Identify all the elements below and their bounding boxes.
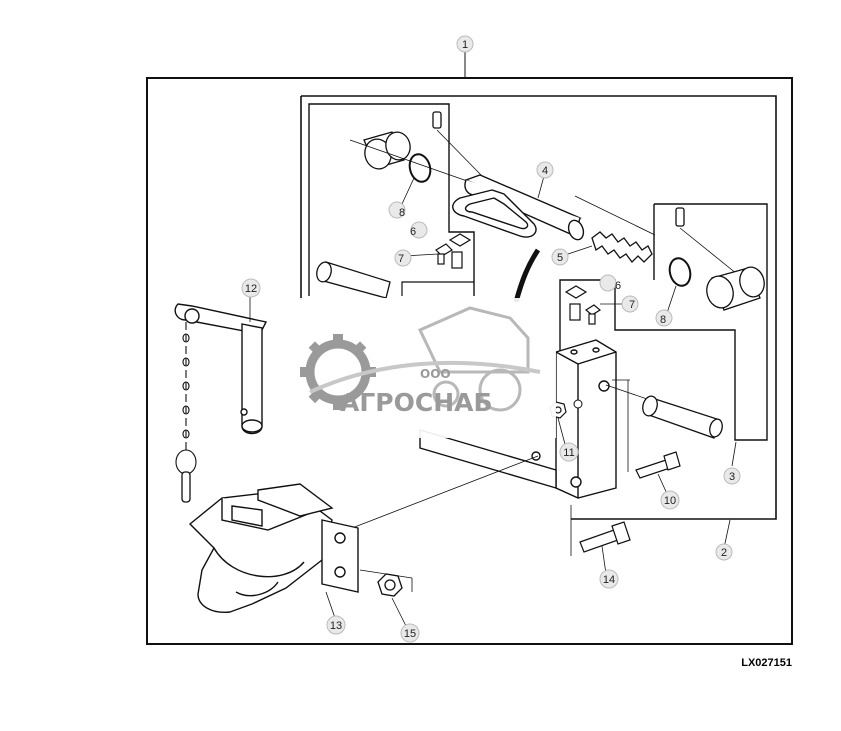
- callout-7-left: 7: [394, 249, 412, 267]
- pin-right-lower: [642, 395, 723, 439]
- hitch-jaw: [188, 483, 359, 613]
- callout-8-right: 8: [655, 309, 673, 327]
- hole-11: [573, 399, 583, 409]
- svg-text:АГРОСНАБ: АГРОСНАБ: [340, 388, 493, 417]
- svg-text:4: 4: [542, 165, 548, 177]
- frame-outer: [146, 77, 793, 645]
- svg-text:10: 10: [664, 495, 676, 507]
- callout-13: 13: [326, 615, 346, 635]
- callout-8-left: 8: [388, 201, 406, 219]
- svg-text:1: 1: [462, 39, 468, 51]
- svg-text:8: 8: [660, 314, 666, 326]
- bushing-top-left: [363, 131, 411, 170]
- callout-12: 12: [241, 278, 261, 298]
- figure-code: LX027151: [741, 657, 792, 669]
- svg-text:8: 8: [399, 207, 405, 219]
- callout-1: 1: [456, 35, 474, 53]
- svg-text:6: 6: [615, 280, 621, 292]
- handle-pin: [452, 174, 585, 241]
- callout-11: 11: [559, 442, 579, 462]
- callout-5: 5: [551, 248, 569, 266]
- snap-ring-right: [668, 257, 692, 287]
- chain-clip: [181, 471, 191, 503]
- spring-pin-right: [675, 207, 685, 227]
- svg-text:13: 13: [330, 620, 342, 632]
- frame-subassembly-3: [559, 203, 768, 441]
- watermark-gear-teeth: [300, 334, 376, 410]
- svg-text:12: 12: [245, 283, 257, 295]
- spring-pin-top: [432, 111, 442, 129]
- svg-text:7: 7: [398, 253, 404, 265]
- callout-10: 10: [660, 490, 680, 510]
- svg-text:ООО: ООО: [420, 367, 451, 381]
- frame-assembly-2: [300, 95, 777, 520]
- frame-subassembly-left: [308, 103, 475, 296]
- chain: [175, 322, 197, 475]
- callout-7-right: 7: [621, 295, 639, 313]
- svg-text:2: 2: [721, 547, 727, 559]
- watermark: ООО АГРОСНАБ: [296, 298, 556, 438]
- pin-with-chain: [174, 303, 268, 435]
- spring: [591, 231, 653, 263]
- svg-text:6: 6: [410, 226, 416, 238]
- callout-3: 3: [723, 467, 741, 485]
- svg-text:7: 7: [629, 299, 635, 311]
- bolt-14: [579, 521, 631, 553]
- callout-15: 15: [400, 623, 420, 643]
- callout-2: 2: [715, 543, 733, 561]
- pin-left-lower: [316, 261, 391, 299]
- nut-15: [377, 573, 403, 597]
- lock-rod: [513, 248, 541, 303]
- watermark-tractor-icon: [417, 306, 530, 412]
- bushing-right: [706, 266, 765, 311]
- svg-text:15: 15: [404, 628, 416, 640]
- callout-4: 4: [536, 161, 554, 179]
- svg-text:3: 3: [729, 471, 735, 483]
- svg-text:11: 11: [563, 447, 574, 459]
- fittings-right: [564, 285, 602, 325]
- svg-text:5: 5: [557, 252, 563, 264]
- bolt-10: [635, 451, 681, 479]
- callout-14: 14: [599, 569, 619, 589]
- snap-ring-left: [408, 153, 432, 183]
- fittings-left: [435, 233, 472, 269]
- callout-6-left: 6: [410, 221, 428, 239]
- svg-text:14: 14: [603, 574, 615, 586]
- callout-6-right: 6: [599, 274, 621, 292]
